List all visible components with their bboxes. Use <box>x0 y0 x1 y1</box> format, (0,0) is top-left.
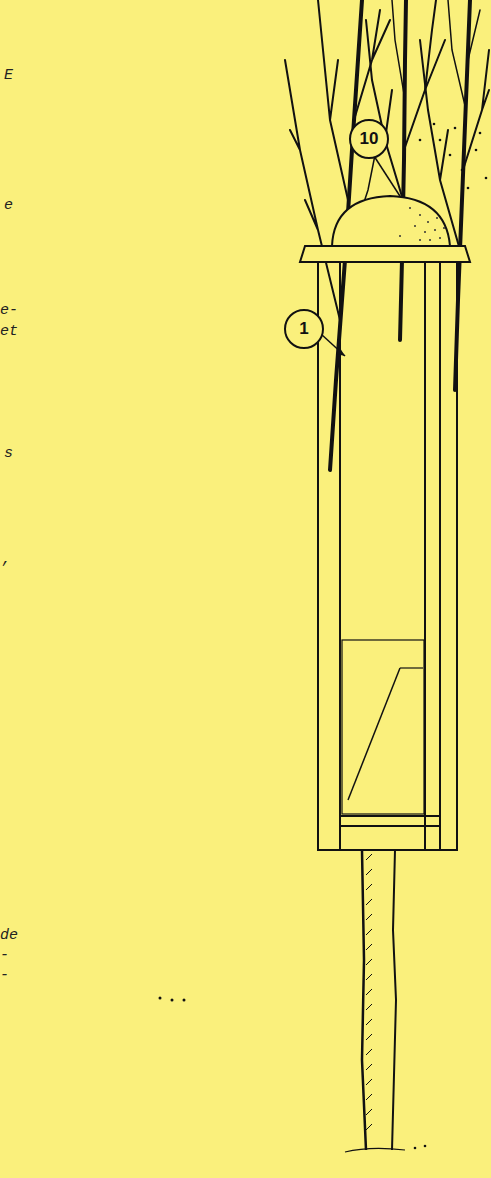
text-fragment: de <box>0 928 18 943</box>
text-fragment: E <box>4 68 13 83</box>
text-fragment: - <box>0 948 9 963</box>
callout-number: 10 <box>349 119 389 159</box>
text-fragment: e- <box>0 303 18 318</box>
dots <box>159 123 488 1150</box>
text-fragment: s <box>4 446 13 461</box>
text-fragment: et <box>0 324 18 339</box>
callout-number: 1 <box>284 309 324 349</box>
feeder-box <box>318 262 457 850</box>
stipple <box>399 207 445 241</box>
text-fragment: - <box>0 968 9 983</box>
cap-plate <box>300 246 470 262</box>
text-fragment: e <box>4 198 13 213</box>
leader-line <box>321 334 345 356</box>
text-fragment: , <box>2 552 11 567</box>
trees <box>285 0 489 470</box>
dome-lid <box>332 196 450 246</box>
pole <box>345 850 405 1152</box>
